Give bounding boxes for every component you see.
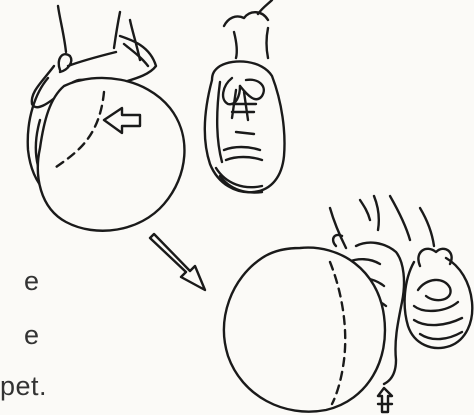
exercise-ball-icon — [224, 248, 385, 412]
right-leg-bottom — [330, 196, 434, 248]
caption-fragment: e — [24, 268, 40, 295]
exercise-ball-icon — [38, 78, 185, 231]
right-leg — [224, 0, 272, 58]
caption-fragment: pet. — [0, 373, 47, 400]
arrow-up-icon — [378, 388, 392, 412]
caption-fragment: e — [24, 322, 40, 349]
arrow-down-right-icon — [150, 234, 205, 290]
left-leg — [58, 6, 140, 60]
sneaker-icon — [205, 61, 285, 192]
